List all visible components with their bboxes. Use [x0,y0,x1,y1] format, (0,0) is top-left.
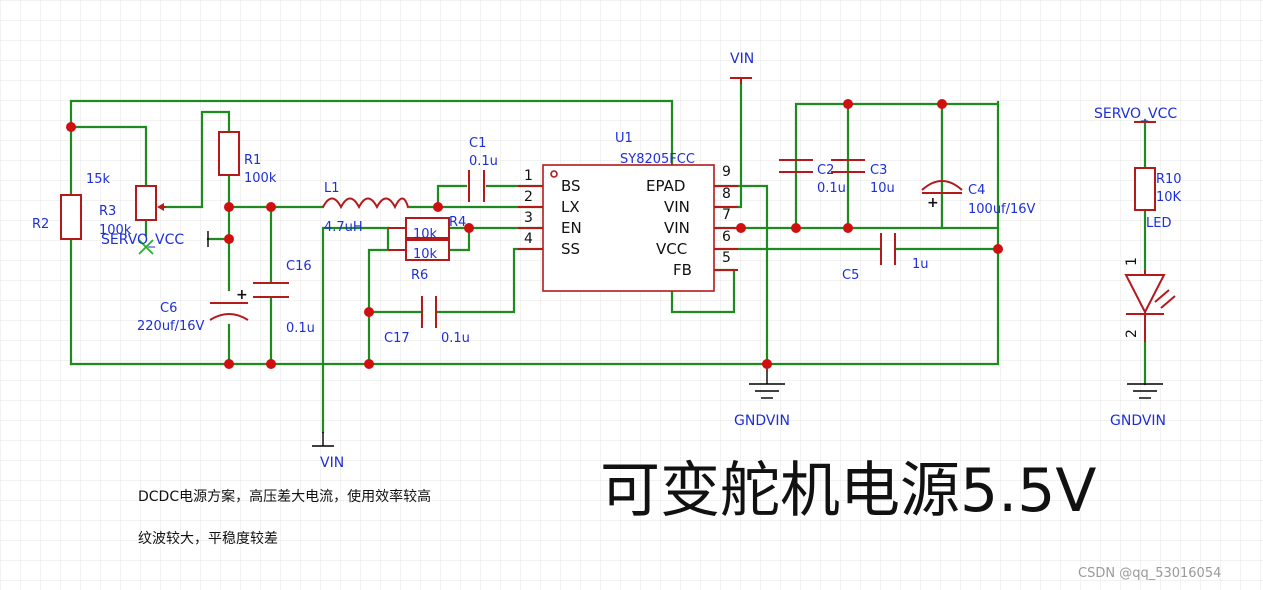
watermark: CSDN @qq_53016054 [1078,566,1221,581]
r3-ref: R3 [99,204,116,219]
l1-value: 4.7uH [324,220,363,235]
c4-polarity-mark: + [927,195,939,211]
vin-top-label: VIN [730,51,754,67]
u1-chip[interactable] [518,164,738,292]
led-symbol[interactable] [1124,270,1176,342]
note-line-1: DCDC电源方案，高压差大电流，使用效率较高 [138,488,431,505]
junction-dots [66,99,1003,369]
c6-symbol[interactable] [209,302,249,321]
c1-symbol[interactable] [468,170,485,202]
led-pin1-number: 1 [1124,257,1140,266]
servo-vcc-right-label: SERVO_VCC [1094,106,1177,122]
pin-bs-label: BS [561,177,581,195]
pin-2-number: 2 [524,189,533,205]
r10-symbol[interactable] [1134,167,1156,211]
gnd-led-label: GNDVIN [1110,413,1166,429]
pin-epad-label: EPAD [646,177,685,195]
gnd-main-symbol [749,364,785,399]
c1-value: 0.1u [469,154,498,169]
r6-ref: R6 [411,268,428,283]
r1-symbol[interactable] [218,131,240,176]
pin-vin8-label: VIN [664,198,690,216]
l1-ref: L1 [324,181,340,196]
pin-1-number: 1 [524,168,533,184]
servo-vcc-left-label: SERVO_VCC [101,232,184,248]
c16-ref: C16 [286,259,312,274]
note-line-2: 纹波较大，平稳度较差 [138,531,278,547]
c2-ref: C2 [817,163,834,178]
c4-value: 100uf/16V [968,202,1036,217]
pin-fb-label: FB [673,261,692,279]
gnd-led-symbol [1127,383,1163,399]
c1-ref: C1 [469,136,486,151]
c2-symbol[interactable] [779,159,813,173]
c17-ref: C17 [384,331,410,346]
c3-ref: C3 [870,163,887,178]
r1-value: 100k [244,171,277,186]
pin-vcc-label: VCC [656,240,687,258]
wires [69,81,1147,434]
c17-value: 0.1u [441,331,470,346]
r3-symbol[interactable] [135,185,166,221]
pin-ss-label: SS [561,240,580,258]
r2-ref: R2 [32,217,49,232]
l1-symbol[interactable] [322,197,409,210]
r2-value: 15k [86,172,111,187]
led-pin2-number: 2 [1124,329,1140,338]
c5-symbol[interactable] [880,233,896,265]
gnd-main-label: GNDVIN [734,413,790,429]
page-title: 可变舵机电源5.5V [600,456,1096,526]
r10-ref: R10 [1156,172,1182,187]
pin-7-number: 7 [722,207,731,223]
c3-symbol[interactable] [831,159,865,173]
no-connect-mark [138,239,154,255]
c2-value: 0.1u [817,181,846,196]
r2-symbol[interactable] [60,194,82,240]
pin-3-number: 3 [524,210,533,226]
pin-en-label: EN [561,219,582,237]
c5-value: 1u [912,257,929,272]
c5-ref: C5 [842,268,859,283]
pin-vin7-label: VIN [664,219,690,237]
pin-5-number: 5 [722,250,731,266]
c4-symbol[interactable] [921,180,963,194]
c6-polarity-mark: + [236,287,248,303]
r6-value: 10k [413,247,438,262]
vin-top-symbol [730,77,752,84]
u1-ref: U1 [615,131,633,146]
pin-8-number: 8 [722,186,731,202]
c4-ref: C4 [968,183,985,198]
vin-bottom-label: VIN [320,455,344,471]
c17-symbol[interactable] [421,296,437,328]
u1-part: SY8205FCC [620,152,695,167]
c3-value: 10u [870,181,895,196]
r3-value: 100k [99,223,132,238]
c6-ref: C6 [160,301,177,316]
c6-value: 220uf/16V [137,319,205,334]
pin-6-number: 6 [722,229,731,245]
pin-4-number: 4 [524,231,533,247]
led-ref: LED [1146,216,1171,231]
pin-9-number: 9 [722,164,731,180]
pin-lx-label: LX [561,198,580,216]
r1-ref: R1 [244,153,261,168]
c16-value: 0.1u [286,321,315,336]
r10-value: 10K [1156,190,1182,205]
r4-ref: R4 [449,215,466,230]
r4-value: 10k [413,227,438,242]
c16-symbol[interactable] [253,282,289,298]
vin-bottom-symbol [312,432,334,447]
